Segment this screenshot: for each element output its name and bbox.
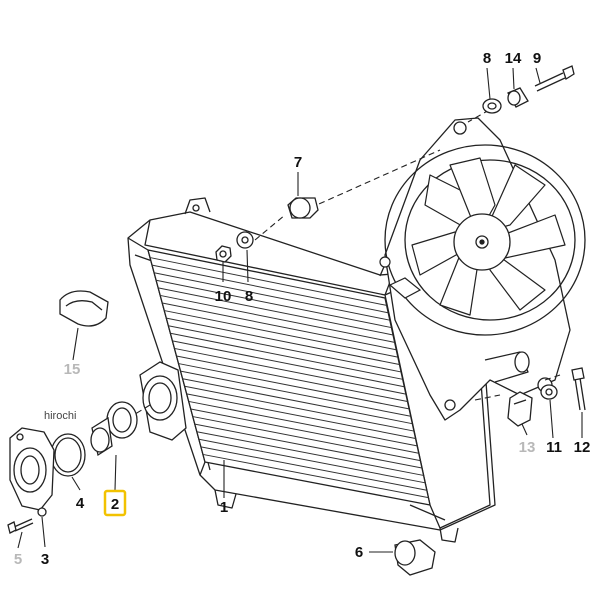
radiator-fin <box>190 408 419 454</box>
label-part-13[interactable]: 13 <box>519 439 536 456</box>
radiator-fin <box>166 317 400 366</box>
label-part-2[interactable]: 2 <box>111 496 119 513</box>
radiator-fin <box>182 378 413 425</box>
radiator-core-fins <box>149 257 429 499</box>
highlight-box-part-2 <box>103 489 127 517</box>
part-6-rubber-mount <box>394 539 436 576</box>
radiator-fin <box>184 385 415 432</box>
part-7-rubber-mount <box>287 197 319 219</box>
radiator-fin <box>178 363 410 410</box>
label-part-11[interactable]: 11 <box>546 439 562 456</box>
label-part-4[interactable]: 4 <box>76 495 85 512</box>
radiator-fin <box>186 393 416 439</box>
label-part-5[interactable]: 5 <box>14 551 22 568</box>
radiator-fin <box>151 264 389 314</box>
label-part-3[interactable]: 3 <box>41 551 49 568</box>
part-12-bolt <box>571 367 586 411</box>
radiator-fin <box>162 302 397 351</box>
label-part-1[interactable]: 1 <box>220 499 228 516</box>
label-part-6[interactable]: 6 <box>355 544 363 561</box>
part-10-nut <box>215 245 232 263</box>
radiator-inlet-neck <box>139 361 187 441</box>
radiator-fin <box>158 287 394 336</box>
radiator-fin <box>170 332 403 380</box>
radiator-fin <box>200 446 427 491</box>
watermark-text: hirochi <box>44 410 76 422</box>
radiator-fin <box>194 423 423 469</box>
part-9-bolt <box>534 65 575 92</box>
label-part-12[interactable]: 12 <box>574 439 591 456</box>
part-14-sleeve <box>507 87 529 108</box>
label-part-14[interactable]: 14 <box>505 50 522 67</box>
fan-mount-studs <box>379 256 422 299</box>
label-part-8-top[interactable]: 8 <box>483 50 491 67</box>
part-15-clip <box>59 290 109 327</box>
part-8-washer-mid <box>236 231 254 249</box>
label-part-10[interactable]: 10 <box>215 288 232 305</box>
radiator-fin <box>192 416 421 462</box>
fan-hub <box>453 213 511 271</box>
part-4-o-ring <box>50 433 86 477</box>
radiator-fin <box>172 340 405 388</box>
radiator-fin <box>160 294 395 343</box>
part-11-washer <box>540 384 558 400</box>
radiator-fin <box>202 453 429 499</box>
radiator-fin <box>156 279 392 329</box>
part-8-washer-top <box>482 98 502 114</box>
leader-lines <box>17 67 583 553</box>
radiator-fin <box>154 272 390 321</box>
radiator-fin <box>180 370 411 417</box>
radiator-fin <box>168 325 402 373</box>
label-part-7[interactable]: 7 <box>294 154 302 171</box>
radiator-fin <box>176 355 408 402</box>
radiator-fin <box>149 257 387 306</box>
part-3-thermostat-cover <box>9 427 55 517</box>
label-part-9[interactable]: 9 <box>533 50 541 67</box>
fan-ring <box>384 144 586 336</box>
radiator-fin <box>174 347 406 395</box>
radiator-fin <box>164 310 398 358</box>
part-2-thermostat <box>90 401 138 457</box>
part-13-bracket <box>507 391 533 427</box>
label-part-8-mid[interactable]: 8 <box>245 288 253 305</box>
radiator-fin <box>196 431 424 476</box>
part-5-bolt <box>7 518 34 534</box>
radiator-fin <box>188 400 418 447</box>
label-part-15[interactable]: 15 <box>64 361 81 378</box>
radiator-fin <box>198 438 426 484</box>
